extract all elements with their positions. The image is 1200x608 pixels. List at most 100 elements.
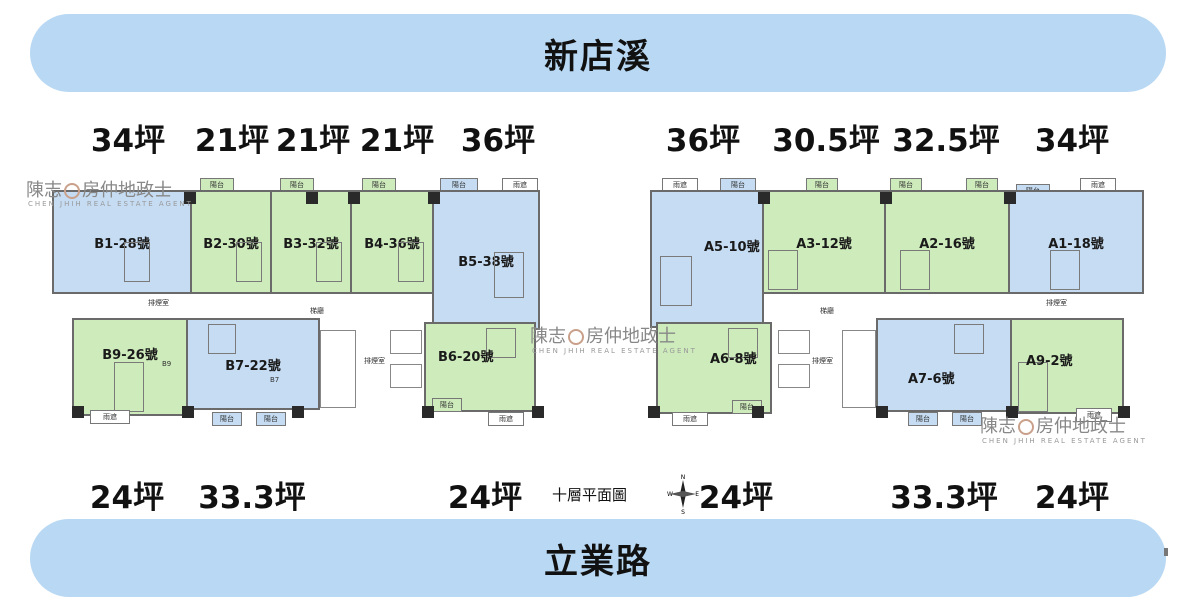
elevator bbox=[778, 364, 810, 388]
watermark: 陳志房仲地政士 bbox=[530, 326, 676, 347]
road-bottom-liye-road: 立業路 bbox=[30, 519, 1166, 597]
unit-label: B3-32號 bbox=[283, 236, 339, 252]
unit-tag: B9 bbox=[162, 360, 172, 368]
pillar bbox=[648, 406, 660, 418]
unit-a6[interactable]: A6-8號 bbox=[656, 322, 772, 414]
rain-shelter: 雨遮 bbox=[488, 412, 524, 426]
unit-label: B1-28號 bbox=[94, 236, 150, 252]
unit-label: A5-10號 bbox=[704, 240, 760, 255]
pillar bbox=[1004, 192, 1016, 204]
unit-a2[interactable]: A2-16號 bbox=[884, 190, 1010, 294]
unit-b1[interactable]: B1-28號 bbox=[52, 190, 192, 294]
pillar bbox=[752, 406, 764, 418]
watermark: 陳志房仲地政士 bbox=[26, 180, 172, 201]
unit-label: A3-12號 bbox=[796, 236, 852, 252]
unit-label: A6-8號 bbox=[710, 352, 757, 367]
unit-a5[interactable]: A5-10號 bbox=[650, 190, 764, 328]
balcony: 陽台 bbox=[212, 412, 242, 426]
area-label: 36坪 bbox=[460, 123, 536, 159]
area-label: 24坪 bbox=[89, 480, 165, 516]
unit-label: A1-18號 bbox=[1048, 236, 1104, 252]
balcony: 陽台 bbox=[908, 412, 938, 426]
area-label: 21坪 bbox=[275, 123, 351, 159]
pillar bbox=[532, 406, 544, 418]
area-label: 30.5坪 bbox=[772, 123, 880, 159]
unit-b4[interactable]: B4-36號 bbox=[350, 190, 434, 294]
floor-plan-title: 十層平面圖 bbox=[552, 486, 628, 504]
edge-mark bbox=[1164, 548, 1168, 556]
smoke-room-label: 排煙室 bbox=[148, 299, 169, 307]
pillar bbox=[182, 406, 194, 418]
corridor bbox=[82, 294, 432, 318]
stairwell bbox=[842, 330, 876, 408]
unit-b7[interactable]: B7-22號 B7 bbox=[186, 318, 320, 410]
road-top-xindian-river: 新店溪 bbox=[30, 14, 1166, 92]
unit-label: B6-20號 bbox=[438, 350, 494, 365]
unit-label: B9-26號 bbox=[102, 348, 158, 363]
unit-label: B5-38號 bbox=[458, 254, 514, 270]
compass-w: W bbox=[667, 491, 673, 498]
pillar bbox=[306, 192, 318, 204]
area-label: 24坪 bbox=[1034, 480, 1110, 516]
area-label: 34坪 bbox=[90, 123, 166, 159]
logo-icon bbox=[568, 329, 584, 345]
unit-b9[interactable]: B9-26號 B9 bbox=[72, 318, 188, 416]
pillar bbox=[292, 406, 304, 418]
unit-b5[interactable]: B5-38號 bbox=[432, 190, 540, 330]
stair-hall-label: 梯廳 bbox=[820, 307, 834, 315]
unit-label: B4-36號 bbox=[364, 236, 420, 252]
logo-icon bbox=[1018, 419, 1034, 435]
pillar bbox=[428, 192, 440, 204]
compass-n: N bbox=[681, 474, 686, 481]
smoke-room-label: 排煙室 bbox=[1046, 299, 1067, 307]
unit-a7[interactable]: A7-6號 bbox=[876, 318, 1012, 412]
unit-a3[interactable]: A3-12號 bbox=[762, 190, 886, 294]
smoke-room-label: 排煙室 bbox=[364, 357, 385, 365]
unit-a9[interactable]: A9-2號 bbox=[1010, 318, 1124, 414]
pillar bbox=[72, 406, 84, 418]
area-label: 21坪 bbox=[194, 123, 270, 159]
watermark-subtitle: CHEN JHIH REAL ESTATE AGENT bbox=[28, 200, 193, 208]
unit-b6[interactable]: B6-20號 bbox=[424, 322, 536, 412]
watermark: 陳志房仲地政士 bbox=[980, 416, 1126, 437]
compass-icon: N E S W bbox=[667, 474, 699, 514]
rain-shelter: 雨遮 bbox=[90, 410, 130, 424]
area-label: 33.3坪 bbox=[198, 480, 306, 516]
pillar bbox=[184, 192, 196, 204]
rain-shelter: 雨遮 bbox=[672, 412, 708, 426]
area-label: 36坪 bbox=[665, 123, 741, 159]
elevator bbox=[390, 364, 422, 388]
area-label: 32.5坪 bbox=[892, 123, 1000, 159]
logo-icon bbox=[64, 183, 80, 199]
pillar bbox=[880, 192, 892, 204]
smoke-room-label: 排煙室 bbox=[812, 357, 833, 365]
rain-shelter: 雨遮 bbox=[1076, 408, 1112, 422]
unit-label: B2-30號 bbox=[203, 236, 259, 252]
balcony: 陽台 bbox=[200, 178, 234, 192]
unit-label: A2-16號 bbox=[919, 236, 975, 252]
stairwell bbox=[320, 330, 356, 408]
unit-b3[interactable]: B3-32號 bbox=[270, 190, 352, 294]
stair-hall-label: 梯廳 bbox=[310, 307, 324, 315]
pillar bbox=[422, 406, 434, 418]
unit-label: B7-22號 bbox=[225, 358, 281, 374]
unit-label: A7-6號 bbox=[908, 372, 955, 387]
balcony: 陽台 bbox=[952, 412, 982, 426]
elevator bbox=[390, 330, 422, 354]
unit-tag: B7 bbox=[270, 376, 280, 384]
pillar bbox=[758, 192, 770, 204]
pillar bbox=[876, 406, 888, 418]
area-label: 34坪 bbox=[1034, 123, 1110, 159]
elevator bbox=[778, 330, 810, 354]
area-label: 33.3坪 bbox=[890, 480, 998, 516]
compass-e: E bbox=[695, 491, 699, 498]
pillar bbox=[1006, 406, 1018, 418]
unit-a1[interactable]: A1-18號 bbox=[1008, 190, 1144, 294]
area-label: 21坪 bbox=[359, 123, 435, 159]
pillar bbox=[348, 192, 360, 204]
area-label: 24坪 bbox=[447, 480, 523, 516]
unit-b2[interactable]: B2-30號 bbox=[190, 190, 272, 294]
watermark-subtitle: CHEN JHIH REAL ESTATE AGENT bbox=[532, 347, 697, 355]
balcony: 陽台 bbox=[432, 398, 462, 412]
area-label: 24坪 bbox=[698, 480, 774, 516]
